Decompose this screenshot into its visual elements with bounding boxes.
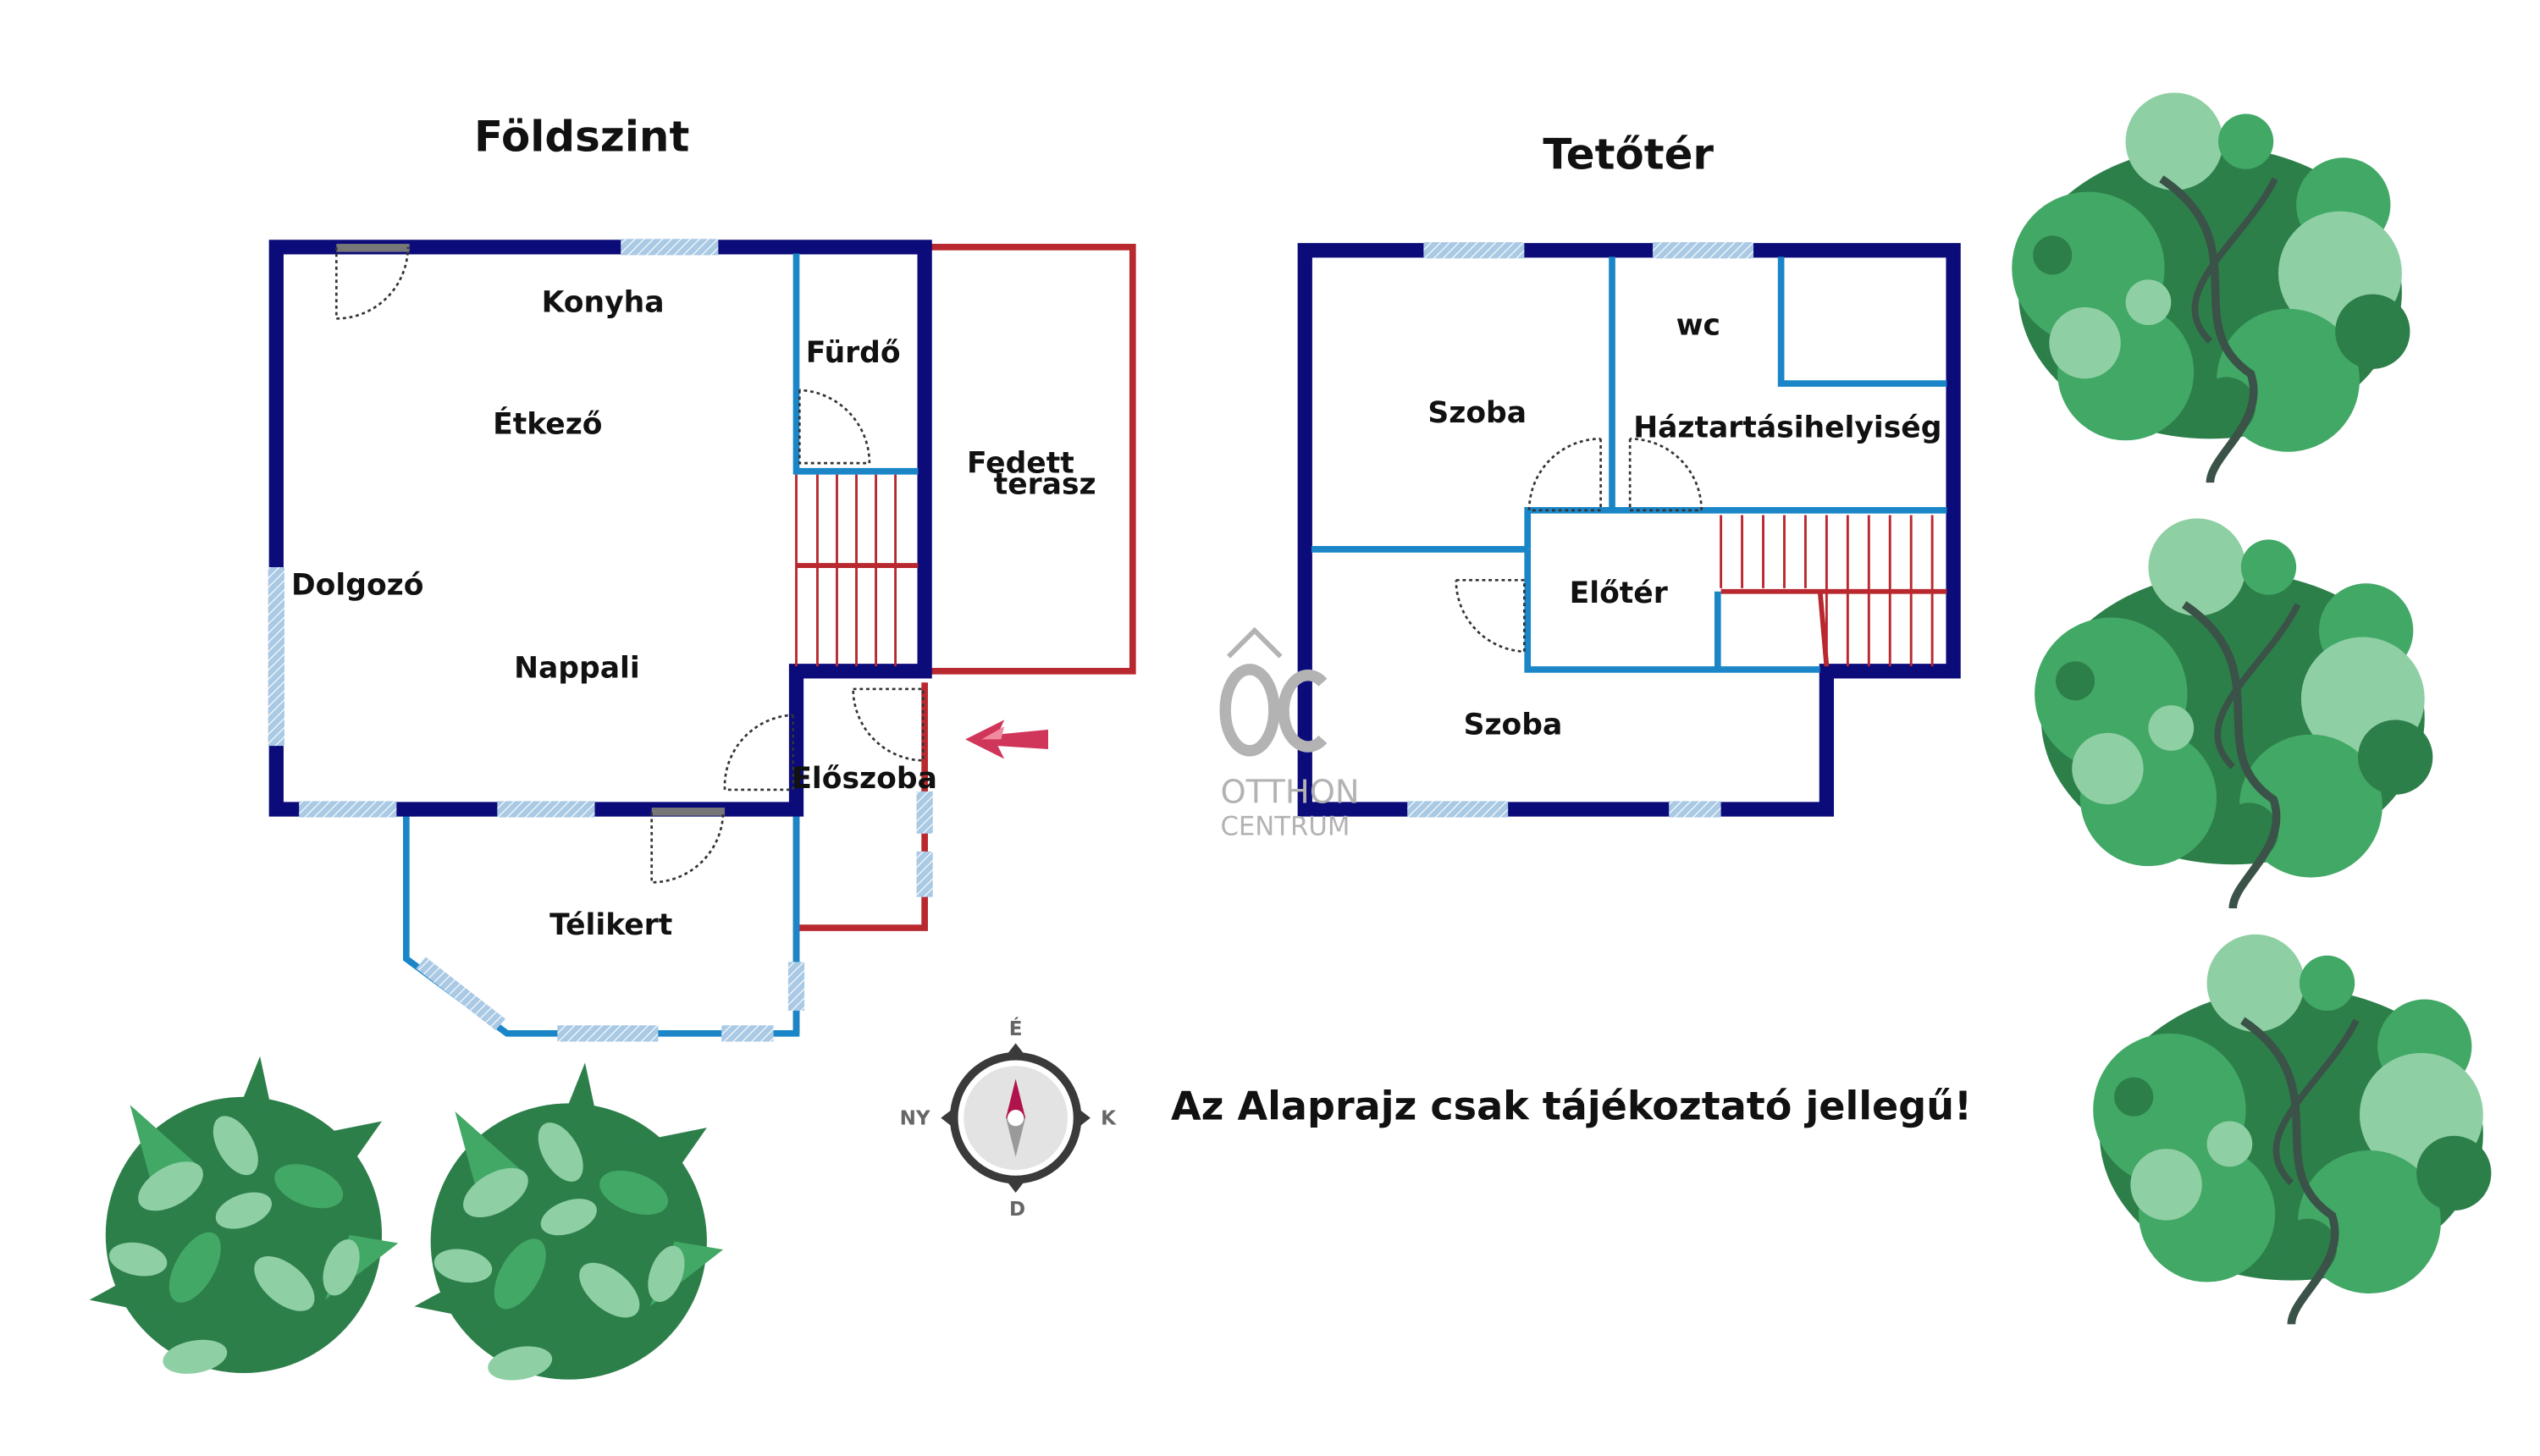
room-label-telikert: Télikert [549, 908, 672, 942]
room-label-terasz: terasz [994, 468, 1096, 502]
attic-floor-plan [1297, 242, 1961, 818]
attic-inner-walls [1311, 256, 1947, 673]
compass: É D K NY [900, 1017, 1117, 1221]
tree-icon [2012, 92, 2410, 483]
tree-icon [2093, 934, 2492, 1325]
ground-windows [268, 239, 933, 1042]
ground-outer-wall [268, 240, 932, 817]
attic-windows [1407, 242, 1754, 818]
room-label-wc: wc [1676, 309, 1720, 343]
room-label-dolgozo: Dolgozó [291, 569, 424, 603]
tree-icon [2035, 518, 2433, 909]
entrance-porch-outline [792, 682, 928, 931]
otthon-centrum-logo: OTTHON CENTRUM [1219, 626, 1360, 842]
compass-south: D [1009, 1199, 1025, 1221]
compass-west: NY [900, 1107, 930, 1129]
logo-line2: CENTRUM [1220, 812, 1350, 842]
ground-floor-title: Földszint [474, 113, 689, 162]
bush-icon [89, 1056, 399, 1374]
winter-garden-outline [403, 812, 800, 1037]
attic-outer-wall [1297, 243, 1961, 817]
room-label-konyha: Konyha [542, 286, 665, 320]
room-label-haztartasi: Háztartásihelyiség [1633, 411, 1941, 444]
bathroom-wall [792, 253, 919, 475]
entrance-arrow [965, 720, 1049, 759]
room-label-eloszoba: Előszoba [792, 762, 937, 796]
room-label-szoba-2: Szoba [1464, 709, 1563, 742]
attic-doors [1455, 438, 1703, 654]
disclaimer-text: Az Alaprajz csak tájékoztató jellegű! [1171, 1084, 1972, 1129]
room-label-szoba-1: Szoba [1427, 396, 1527, 430]
attic-staircase [1720, 515, 1947, 667]
room-label-nappali: Nappali [514, 651, 640, 685]
attic-title: Tetőtér [1543, 130, 1714, 179]
logo-line1: OTTHON [1220, 773, 1359, 811]
bush-icon [414, 1062, 724, 1381]
compass-north: É [1009, 1017, 1023, 1040]
ground-floor-plan [268, 239, 1136, 1042]
compass-east: K [1101, 1107, 1117, 1129]
room-label-eloter: Előtér [1570, 576, 1668, 610]
room-label-furdo: Fürdő [806, 336, 901, 370]
ground-staircase [795, 474, 919, 667]
ground-doors [334, 244, 925, 884]
room-label-etkezo: Étkező [493, 407, 602, 442]
room-label-fedett: Fedett [967, 447, 1074, 481]
